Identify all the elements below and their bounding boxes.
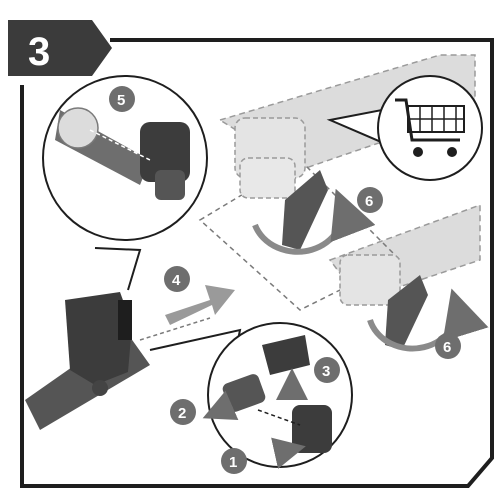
callout-5: 5 (109, 86, 135, 112)
zoom-detail-bottom (150, 323, 352, 467)
callout-label-2: 2 (178, 405, 186, 422)
callout-label-1: 1 (229, 454, 237, 471)
callout-label-6-upper: 6 (365, 193, 373, 210)
callout-1: 1 (221, 448, 247, 474)
callout-2: 2 (170, 399, 196, 425)
callout-3: 3 (314, 357, 340, 383)
callout-6-lower: 6 (435, 333, 461, 359)
callout-4: 4 (164, 266, 190, 292)
callout-label-6-lower: 6 (443, 339, 451, 356)
callout-label-3: 3 (322, 363, 330, 380)
step-number: 3 (28, 30, 50, 74)
step-number-badge: 3 (8, 20, 112, 76)
callout-6-upper: 6 (357, 187, 383, 213)
callout-label-4: 4 (172, 272, 181, 289)
callout-label-5: 5 (117, 92, 125, 109)
